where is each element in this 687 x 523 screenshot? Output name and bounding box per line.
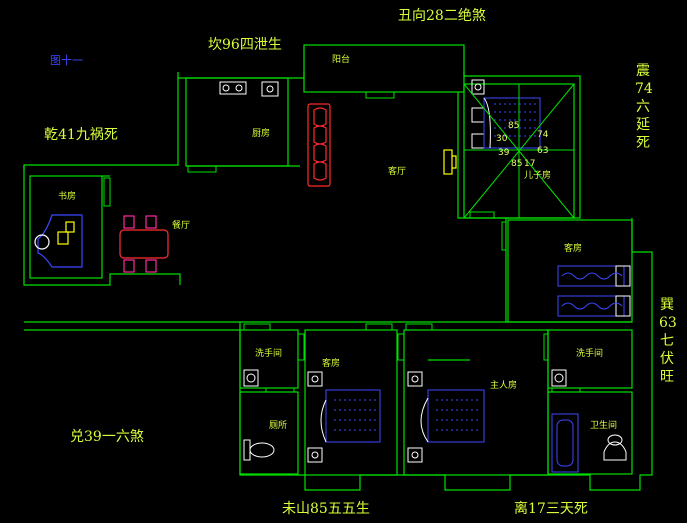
room-washroom-right: 洗手间 [576,349,604,359]
compass-right-top: 震 74 六 延 死 [635,63,653,151]
child-room-fixtures [463,79,575,219]
tv-unit [443,149,457,175]
walls [23,44,653,491]
guest-right-beds [557,265,631,317]
stair-number: 39 [498,148,510,158]
stair-number: 85 [511,159,523,169]
room-balcony: 阳台 [332,55,351,65]
stair-number: 74 [537,130,549,140]
compass-bottom-mid: 未山85五五生 [282,501,370,517]
dining-set [119,215,169,273]
kitchen-fixtures [219,81,279,97]
room-guest-bottom: 客房 [322,359,341,369]
room-child: 儿子房 [524,171,552,181]
compass-bottom-left: 兑39一六煞 [70,429,144,445]
figure-label: 图十一 [50,54,83,67]
compass-top: 丑向28二绝煞 [398,8,486,24]
living-sofa [307,103,331,187]
room-bathroom: 卫生间 [590,421,618,431]
stair-number: 17 [524,159,536,169]
room-master: 主人房 [490,381,518,391]
stair-number: 85 [508,121,520,131]
stair-number: 63 [537,146,549,156]
stair-number: 30 [496,134,508,144]
master-bed [407,371,485,463]
room-washroom-left: 洗手间 [255,349,283,359]
room-living: 客厅 [388,167,407,177]
compass-right-bottom: 巽 63 七 伏 旺 [659,297,677,385]
compass-top-left: 坎96四泄生 [208,37,282,53]
room-kitchen: 厨房 [252,129,271,139]
room-toilet-left: 厕所 [269,421,288,431]
guest-bottom-bed [307,371,381,463]
bathroom-fixtures [243,369,627,473]
compass-bottom-right: 离17三天死 [514,501,588,517]
room-guest-right: 客房 [564,244,583,254]
compass-left: 乾41九祸死 [44,127,118,143]
openings [103,91,581,393]
room-dining: 餐厅 [172,221,191,231]
study-desk [34,214,83,268]
room-study: 书房 [58,192,77,202]
